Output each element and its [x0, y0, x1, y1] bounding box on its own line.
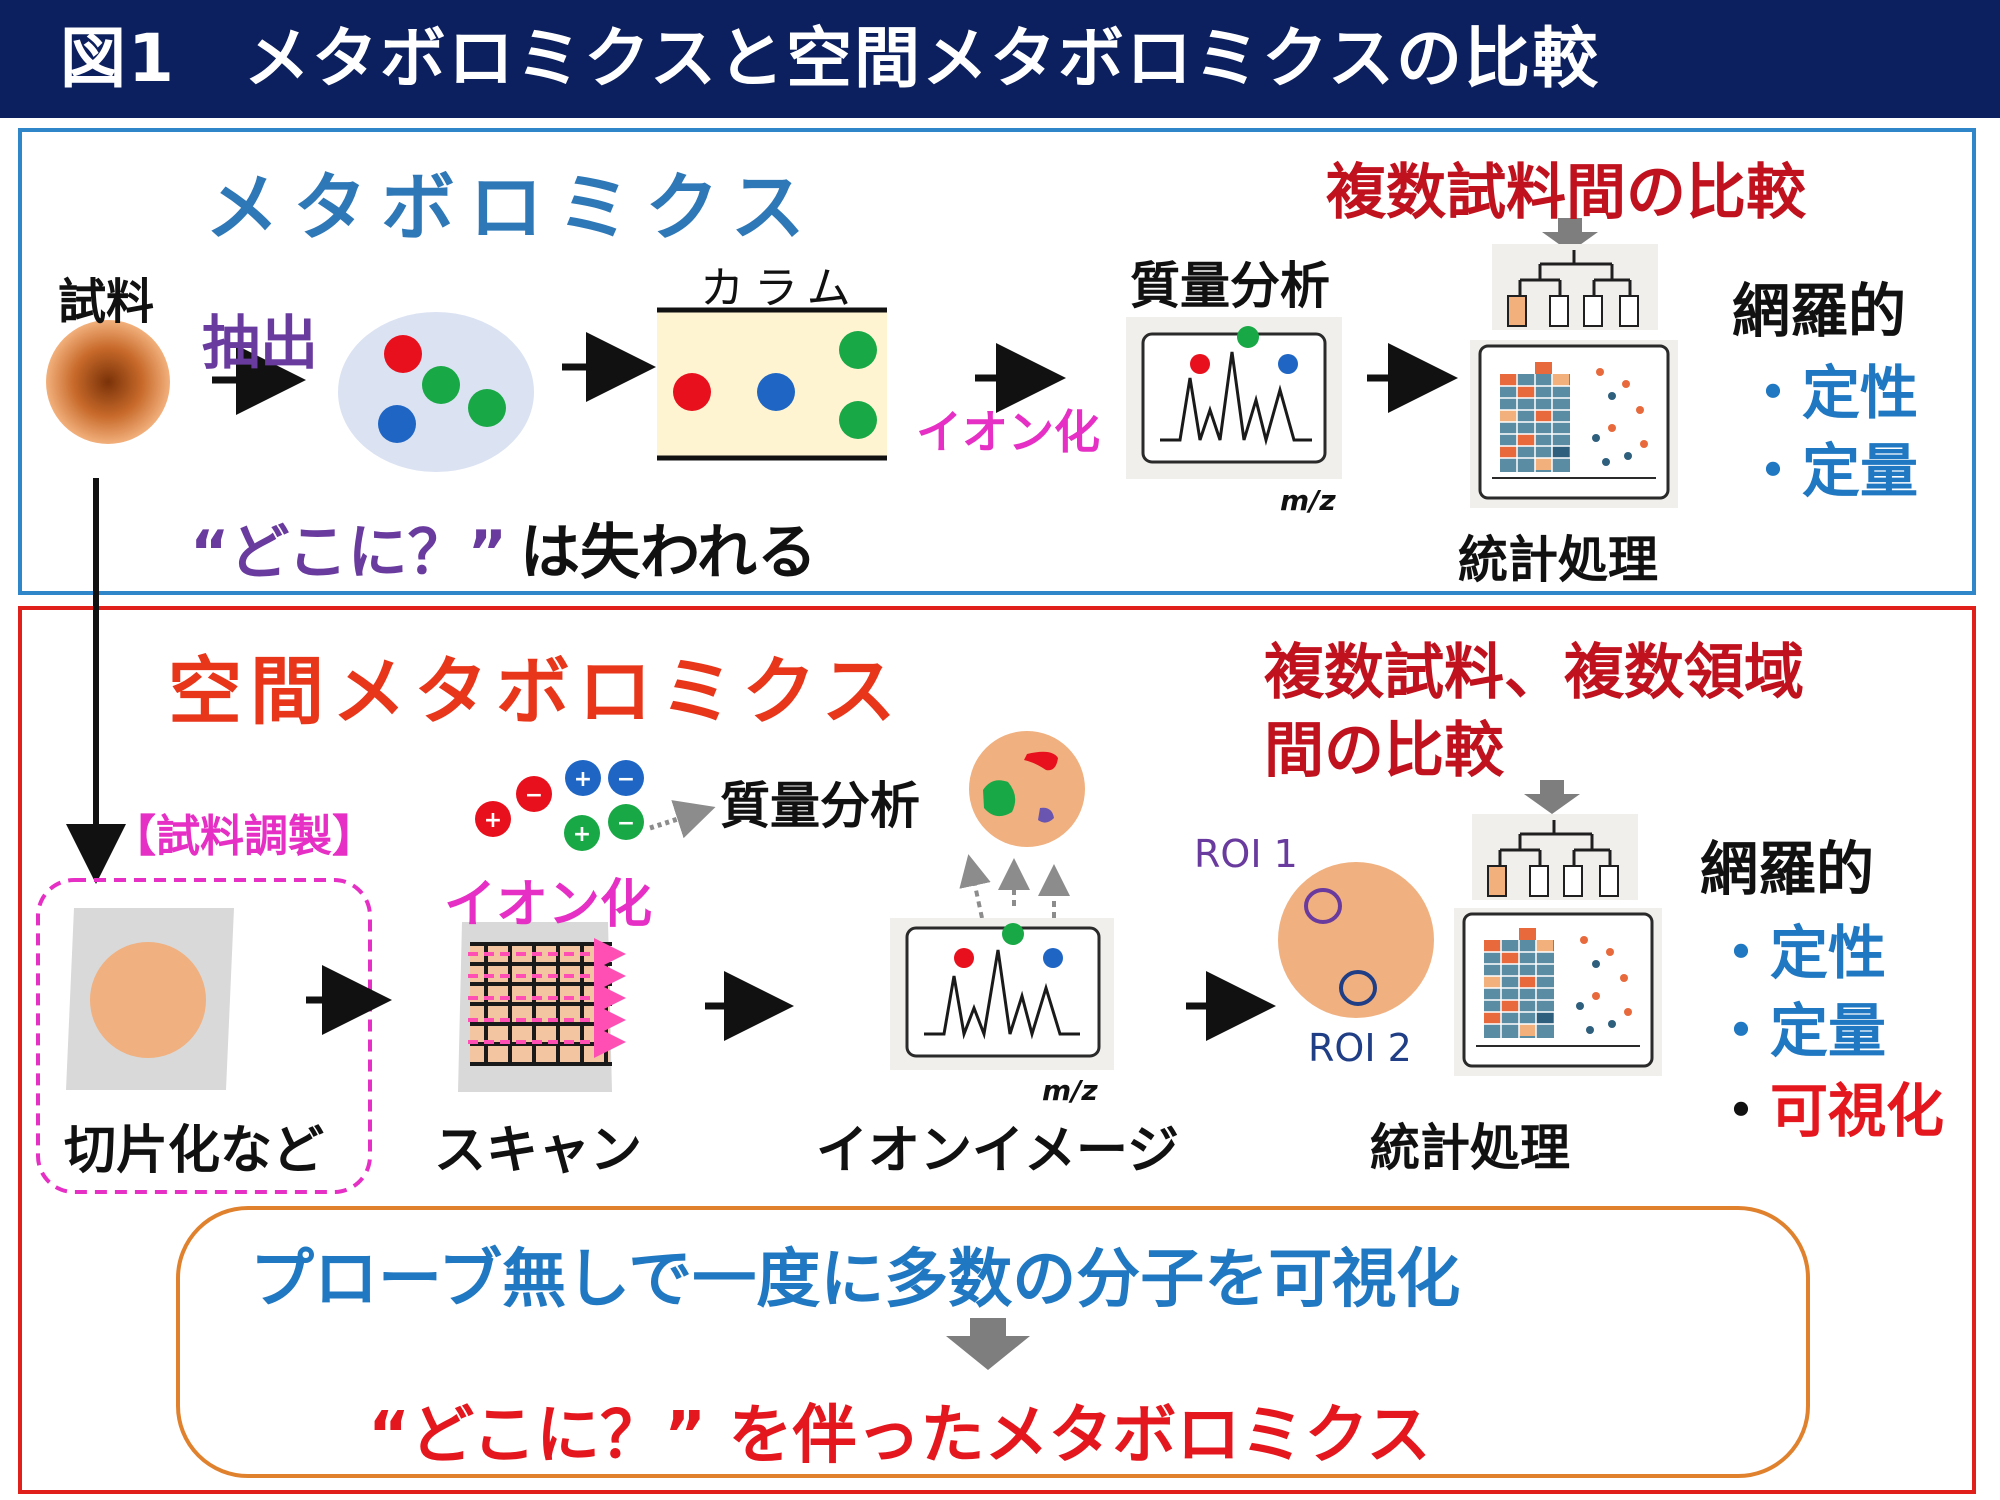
comprehensive-label: 網羅的 — [1732, 277, 1907, 345]
lost-where-quote: “どこに？” — [190, 518, 508, 588]
svg-text:+: + — [484, 808, 502, 833]
stats-label: 統計処理 — [1370, 1119, 1570, 1177]
scan-label: スキャン — [434, 1121, 643, 1181]
svg-text:−: − — [617, 767, 635, 792]
spatial-metabolomics-heading: 空間メタボロミクス — [168, 649, 904, 735]
down-arrow-icon — [1524, 780, 1580, 814]
svg-text:+: + — [573, 822, 591, 847]
visualization-bullet-dot: ・ — [1712, 1077, 1771, 1145]
quantitative-bullet: ・定量 — [1712, 997, 1887, 1065]
metabolomics-heading: メタボロミクス — [205, 165, 819, 251]
spatial-section — [18, 606, 1976, 1494]
ion-image-label: イオンイメージ — [816, 1121, 1179, 1181]
ionization-label: イオン化 — [444, 875, 653, 935]
qualitative-bullet: ・定性 — [1744, 359, 1919, 427]
ion-image-icon — [969, 731, 1085, 847]
extract-icon — [338, 312, 534, 472]
roi-map-icon — [1278, 862, 1434, 1018]
roi1-label: ROI 1 — [1194, 832, 1298, 876]
conclusion-line1: プローブ無しで一度に多数の分子を可視化 — [250, 1243, 1461, 1317]
stats-label: 統計処理 — [1458, 531, 1658, 589]
mass-spec-label: 質量分析 — [1130, 257, 1330, 315]
mz-label: m/z — [1042, 1074, 1098, 1107]
down-arrow-icon — [1542, 218, 1598, 252]
mass-spectrum-icon — [1126, 317, 1342, 479]
conclusion-line2: “どこに？” を伴ったメタボロミクス — [368, 1399, 1431, 1473]
roi2-label: ROI 2 — [1308, 1026, 1412, 1070]
statistics-icon — [1454, 814, 1662, 1076]
quantitative-bullet: ・定量 — [1744, 437, 1919, 505]
sample-icon — [46, 320, 170, 444]
svg-text:−: − — [617, 811, 635, 836]
conclusion-box — [176, 1206, 1810, 1478]
title-bar: 図1 メタボロミクスと空間メタボロミクスの比較 — [0, 0, 2000, 118]
column-icon — [657, 307, 887, 461]
svg-text:+: + — [574, 767, 592, 792]
column-label: カラム — [700, 263, 861, 314]
svg-text:−: − — [525, 783, 543, 808]
metabolomics-section — [18, 128, 1976, 595]
sample-label: 試料 — [58, 274, 155, 330]
qualitative-bullet: ・定性 — [1712, 919, 1887, 987]
mass-spectrum-icon — [890, 854, 1114, 1070]
sectioning-label: 切片化など — [64, 1121, 325, 1181]
extraction-label: 抽出 — [202, 309, 319, 377]
mz-label: m/z — [1280, 484, 1336, 517]
sample-prep-box — [36, 878, 372, 1194]
tissue-section-icon — [66, 908, 234, 1090]
sample-prep-label: 【試料調製】 — [112, 811, 376, 862]
multi-sample-comparison-label: 複数試料間の比較 — [1326, 158, 1806, 228]
down-arrow-icon — [946, 1318, 1030, 1370]
multi-region-comparison-line2: 間の比較 — [1264, 716, 1504, 786]
lost-where-rest: は失われる — [520, 518, 817, 588]
ionization-label: イオン化 — [916, 405, 1100, 459]
mass-spec-label: 質量分析 — [720, 777, 920, 835]
scan-grid-icon — [458, 922, 626, 1092]
comprehensive-label: 網羅的 — [1700, 835, 1875, 903]
page-title: 図1 メタボロミクスと空間メタボロミクスの比較 — [60, 20, 1600, 97]
ions-icon: + − + − + − — [475, 760, 644, 851]
dotted-arrow — [649, 800, 716, 839]
statistics-icon — [1470, 244, 1678, 508]
multi-region-comparison-line1: 複数試料、複数領域 — [1264, 638, 1804, 708]
visualization-bullet-text: 可視化 — [1770, 1077, 1945, 1145]
